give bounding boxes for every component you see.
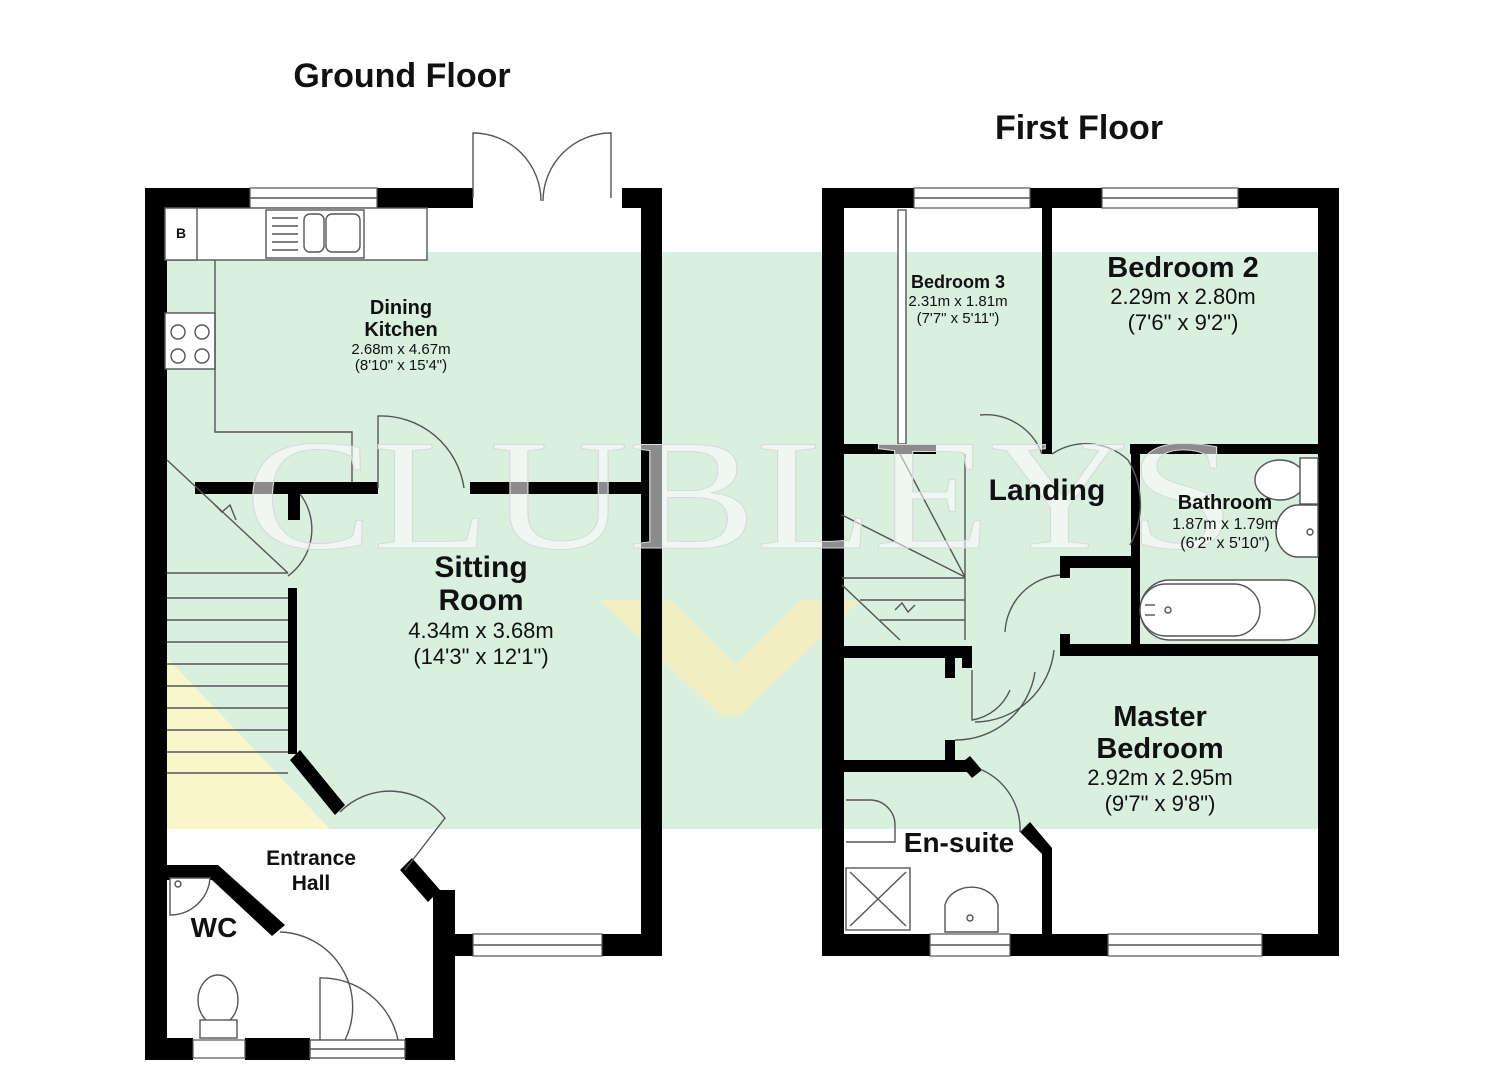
ground-floor: B bbox=[145, 132, 662, 1060]
stairs-highlight bbox=[150, 640, 330, 829]
dining-kitchen-dim-m: 2.68m x 4.67m bbox=[351, 341, 450, 358]
dining-kitchen-name-1: Dining bbox=[370, 297, 432, 319]
first-floor-title: First Floor bbox=[995, 109, 1163, 147]
sitting-room-name-1: Sitting bbox=[434, 551, 527, 584]
dining-kitchen-dim-ft: (8'10" x 15'4") bbox=[355, 357, 447, 374]
en-suite-name: En-suite bbox=[904, 827, 1014, 858]
sitting-room-name-2: Room bbox=[439, 584, 524, 617]
bedroom-3-name: Bedroom 3 bbox=[911, 272, 1005, 292]
master-bedroom-name-2: Bedroom bbox=[1096, 733, 1223, 765]
sitting-room-dim-ft: (14'3" x 12'1") bbox=[413, 644, 548, 669]
entrance-hall-name-2: Hall bbox=[292, 872, 331, 895]
entrance-hall-name-1: Entrance bbox=[266, 847, 356, 870]
landing-name: Landing bbox=[989, 474, 1106, 507]
logo-chevron-icon bbox=[600, 600, 860, 715]
bedroom-2-name: Bedroom 2 bbox=[1107, 252, 1258, 284]
clubleys-watermark: CLUBLEYS bbox=[245, 408, 1235, 583]
dining-kitchen-name-2: Kitchen bbox=[364, 319, 437, 341]
ground-floor-title: Ground Floor bbox=[293, 57, 510, 95]
ground-stairs bbox=[166, 459, 289, 774]
wc-name: WC bbox=[191, 912, 238, 943]
bedroom-3-dim-m: 2.31m x 1.81m bbox=[908, 293, 1007, 310]
first-floor bbox=[822, 187, 1339, 957]
master-bedroom-name-1: Master bbox=[1113, 701, 1207, 733]
boiler-label: B bbox=[176, 225, 186, 241]
bedroom-2-dim-m: 2.29m x 2.80m bbox=[1110, 284, 1256, 309]
bathroom-name: Bathroom bbox=[1178, 492, 1272, 514]
bedroom-2-dim-ft: (7'6" x 9'2") bbox=[1128, 310, 1239, 335]
bathroom-dim-m: 1.87m x 1.79m bbox=[1172, 516, 1278, 533]
sitting-room-dim-m: 4.34m x 3.68m bbox=[408, 618, 554, 643]
first-stairs bbox=[841, 453, 966, 641]
master-bedroom-dim-m: 2.92m x 2.95m bbox=[1087, 765, 1233, 790]
bathroom-dim-ft: (6'2" x 5'10") bbox=[1180, 535, 1270, 552]
bedroom-3-dim-ft: (7'7" x 5'11") bbox=[917, 310, 1000, 327]
master-bedroom-dim-ft: (9'7" x 9'8") bbox=[1105, 791, 1216, 816]
